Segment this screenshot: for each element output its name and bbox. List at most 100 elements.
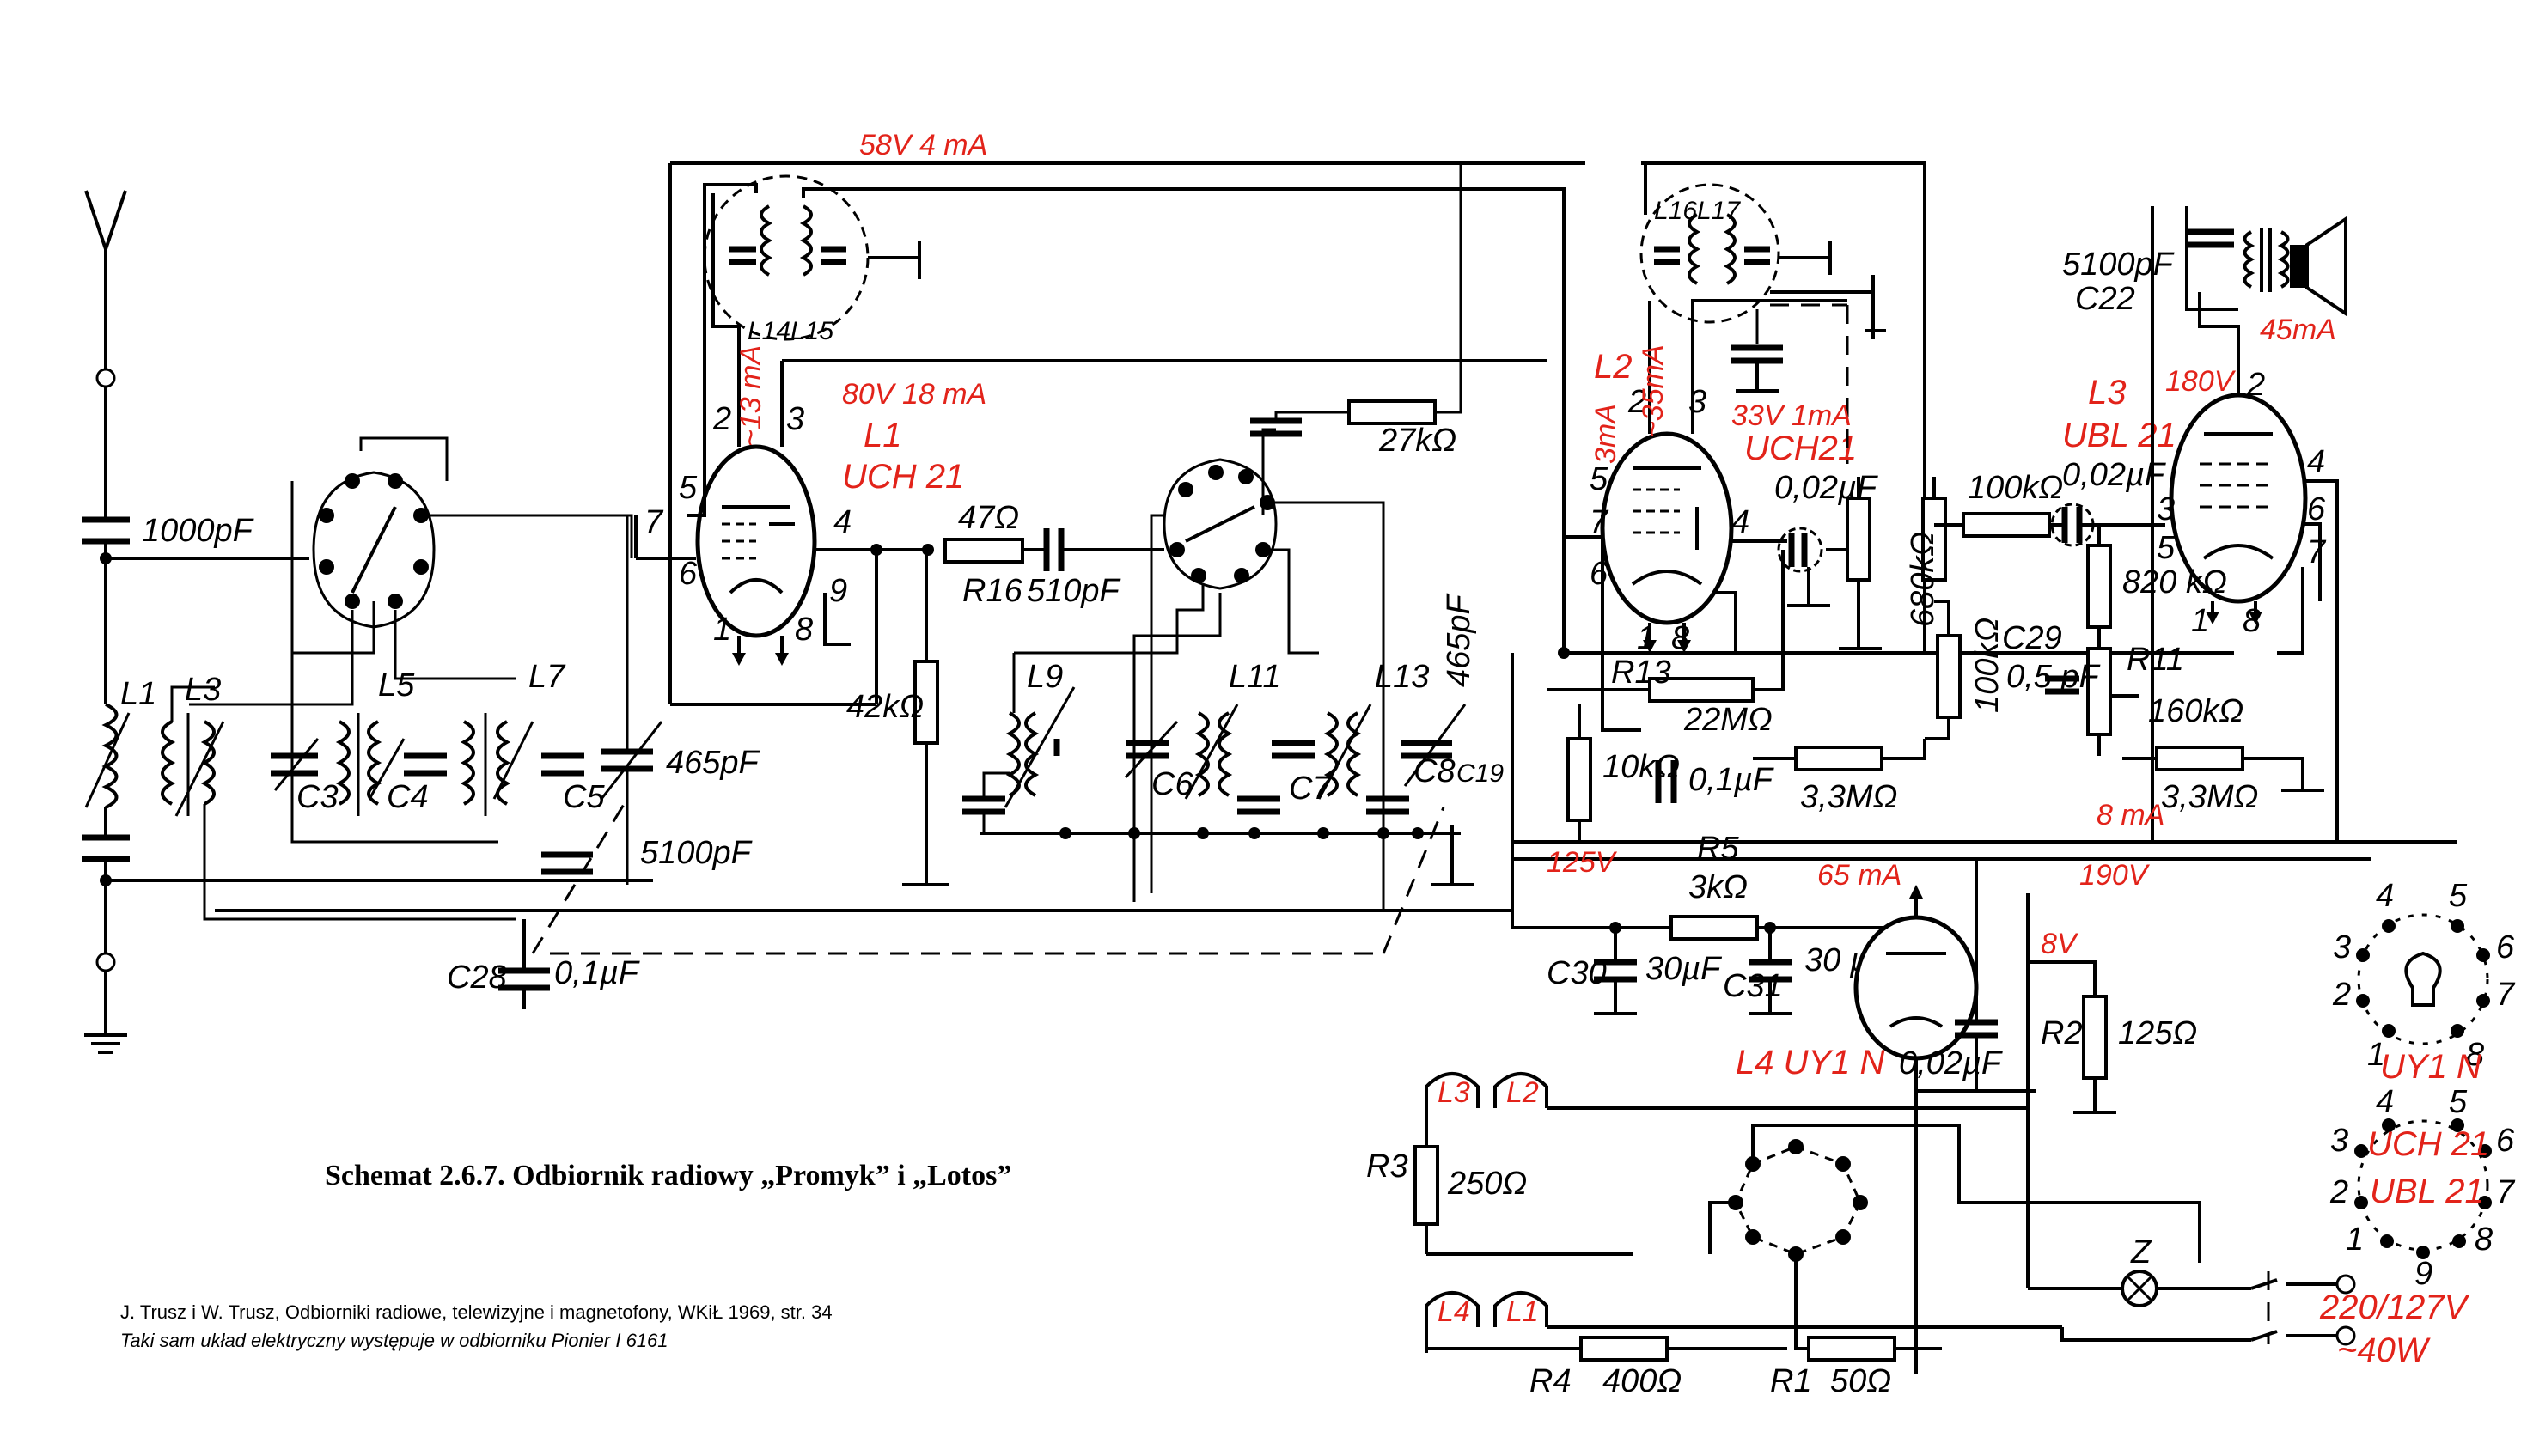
r1-value: 50Ω xyxy=(1830,1363,1891,1399)
uch-pin-6: 6 xyxy=(2496,1123,2515,1159)
annot-fil-l2: L2 xyxy=(1506,1076,1539,1109)
tube-l3-id: L3 xyxy=(2088,374,2127,411)
coil-l16-label: L16 xyxy=(1654,197,1697,225)
cap-c28-value: 0,1µF xyxy=(554,955,640,991)
coil-l7-label: L7 xyxy=(528,659,566,695)
capacitor-5100pf: 5100pF xyxy=(541,835,753,875)
l1-pin-7: 7 xyxy=(644,504,664,540)
annot-13ma: ~13 mA xyxy=(735,345,767,447)
uch-pin-4: 4 xyxy=(2376,1084,2394,1120)
l2-pin-2: 2 xyxy=(1627,384,1646,420)
capacitor-002uf-b: 0,02µF xyxy=(2050,457,2166,547)
r-820k-label: 820 kΩ xyxy=(2122,564,2227,600)
l1-pin-5: 5 xyxy=(679,470,698,506)
l2-pin-6: 6 xyxy=(1590,556,1608,592)
r2-value: 125Ω xyxy=(2118,1015,2197,1051)
r16-label: R16 xyxy=(962,573,1023,609)
cap-1000pf-label: 1000pF xyxy=(142,513,254,549)
l2-pin-4: 4 xyxy=(1731,504,1749,540)
cap-c30-label: C30 xyxy=(1547,955,1607,991)
r-160k-label: 160kΩ xyxy=(2148,693,2243,729)
uy1n-pin-1: 1 xyxy=(2367,1037,2385,1073)
annot-fil-l4: L4 xyxy=(1438,1295,1470,1328)
capacitor-c6: C6 xyxy=(1124,720,1193,802)
uch21-label: UCH 21 xyxy=(2367,1125,2489,1163)
uch-pin-9: 9 xyxy=(2414,1256,2432,1292)
rectifier-tube-l4: L4 UY1 N xyxy=(1736,915,1979,1081)
annot-125v: 125V xyxy=(1547,846,1618,879)
coil-l13-label: L13 xyxy=(1375,659,1429,695)
uy1n-pin-2: 2 xyxy=(2332,977,2351,1013)
resistor-r2: R2 125Ω xyxy=(2041,995,2197,1080)
r-33m-a-label: 3,3MΩ xyxy=(1800,779,1897,815)
cap-c30-value: 30µF xyxy=(1645,951,1722,987)
annot-190v: 190V xyxy=(2079,859,2151,892)
l1-pin-6: 6 xyxy=(679,556,698,592)
mains-voltage-label: 220/127V xyxy=(2319,1288,2470,1326)
resistor-r16: 47Ω R16 xyxy=(943,500,1024,609)
potentiometer-r11: R11 xyxy=(2086,642,2184,736)
annot-80v: 80V 18 mA xyxy=(842,378,986,411)
tube-l1-id: L1 xyxy=(864,417,902,454)
ubl21-label: UBL 21 xyxy=(2370,1173,2484,1210)
tube-l2-type: UCH21 xyxy=(1744,429,1857,467)
l1-pin-4: 4 xyxy=(833,504,852,540)
r-10k-label: 10kΩ xyxy=(1602,749,1680,785)
annot-fil-l3: L3 xyxy=(1438,1076,1470,1109)
uy1n-label: UY1 N xyxy=(2380,1048,2481,1086)
uy1n-pin-6: 6 xyxy=(2496,929,2515,966)
r16-value: 47Ω xyxy=(958,500,1019,536)
annot-33v: 33V 1mA xyxy=(1731,399,1852,432)
l3-pin-1: 1 xyxy=(2191,603,2209,639)
ground-symbol xyxy=(84,971,127,1054)
r-42k-label: 42kΩ xyxy=(846,689,924,725)
cap-c8-label: C8 xyxy=(1413,753,1456,789)
capacitor-c4: C4 xyxy=(387,752,447,815)
l3-pin-7: 7 xyxy=(2307,534,2327,570)
coil-l9-label: L9 xyxy=(1027,659,1063,695)
wave-switch-2 xyxy=(1163,458,1278,590)
capacitor-c29: C29 0,5 pF xyxy=(2002,620,2101,695)
cap-c19-label: C19 xyxy=(1456,759,1504,788)
l1-pin-9: 9 xyxy=(829,573,847,609)
cap-c31-label: C31 xyxy=(1723,968,1783,1004)
mains-power-label: ~40W xyxy=(2337,1331,2431,1369)
coil-l9: L9 xyxy=(1004,659,1076,808)
uy1n-pin-3: 3 xyxy=(2333,929,2351,966)
coil-l7: L7 xyxy=(460,659,566,816)
cap-5100pf-c22-value: 5100pF xyxy=(2062,247,2175,283)
if-transformer-l16-l17: L16 L17 xyxy=(1639,183,1832,324)
uy1n-pin-7: 7 xyxy=(2496,977,2516,1013)
resistor-10k: 10kΩ xyxy=(1566,737,1680,822)
coil-l5-label: L5 xyxy=(378,667,415,704)
equivalence-note: Taki sam układ elektryczny występuje w o… xyxy=(120,1330,668,1351)
capacitor-c28: C28 0,1µF xyxy=(447,955,640,996)
tube-l2-id: L2 xyxy=(1594,348,1633,386)
coil-l5: L5 xyxy=(335,667,415,816)
r13-value: 22MΩ xyxy=(1683,702,1773,738)
wave-switch-1 xyxy=(312,471,436,629)
l3-pin-8: 8 xyxy=(2243,603,2261,639)
coil-l3-label: L3 xyxy=(185,672,221,708)
socket-uy1n: 4 5 3 2 1 6 7 8 UY1 N xyxy=(2332,878,2516,1086)
r3-label: R3 xyxy=(1366,1148,1408,1185)
uy1n-pin-5: 5 xyxy=(2449,878,2468,914)
coil-l11: L11 xyxy=(1184,659,1281,800)
r5-value: 3kΩ xyxy=(1688,869,1748,905)
cap-c3-label: C3 xyxy=(296,779,339,815)
uch-pin-7: 7 xyxy=(2496,1174,2516,1210)
tube-l1-type: UCH 21 xyxy=(842,458,964,496)
cap-c5-label: C5 xyxy=(563,779,605,815)
coil-l15-label: L15 xyxy=(790,317,833,345)
cap-c22-label: C22 xyxy=(2075,281,2135,317)
cap-465pf-b-label: 465pF xyxy=(1441,593,1477,687)
l1-pin-3: 3 xyxy=(786,401,804,437)
cap-c4-label: C4 xyxy=(387,779,429,815)
annot-fil-l1: L1 xyxy=(1506,1295,1539,1328)
lamp-z-label: Z xyxy=(2130,1234,2152,1270)
r3-value: 250Ω xyxy=(1447,1166,1527,1202)
l3-pin-2: 2 xyxy=(2246,367,2265,403)
output-transformer xyxy=(2187,228,2290,292)
